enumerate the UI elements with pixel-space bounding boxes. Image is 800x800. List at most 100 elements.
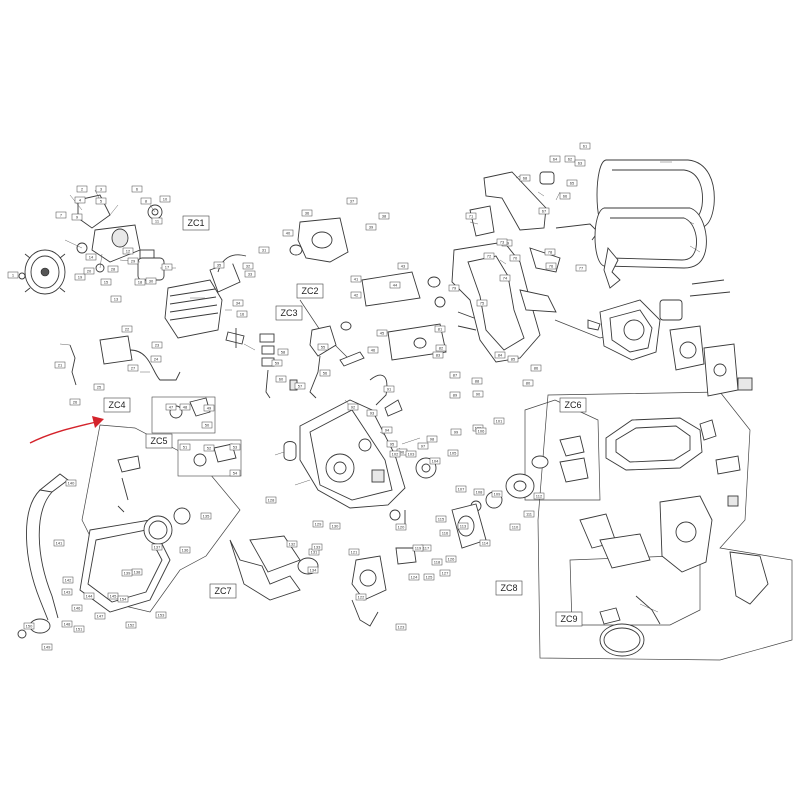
part-tag-number: 24 (154, 357, 159, 362)
part-tag-box (435, 515, 447, 523)
part-tag-box (423, 573, 435, 581)
part-tag-number: 128 (268, 498, 275, 503)
part-tag-number: 78 (548, 250, 553, 255)
part-tag-box (447, 449, 459, 457)
part-tag-box (83, 267, 95, 275)
part-tag-3: 3 (95, 185, 107, 193)
part-tag-box (179, 403, 191, 411)
part-tag-box (431, 558, 443, 566)
part-tag-box (117, 595, 129, 603)
part-tag-115: 115 (435, 515, 447, 523)
part-tag-142: 142 (62, 576, 74, 584)
part-tag-box (389, 281, 401, 289)
part-tag-number: 135 (203, 514, 210, 519)
svg-text:ZC1: ZC1 (187, 218, 204, 228)
part-tag-box (271, 359, 283, 367)
part-tag-136: 136 (179, 546, 191, 554)
part-tag-box (53, 539, 65, 547)
part-tag-number: 105 (450, 451, 457, 456)
part-tag-number: 72 (487, 254, 492, 259)
part-tag-number: 59 (275, 361, 280, 366)
part-tag-number: 77 (579, 266, 584, 271)
part-tag-box (365, 223, 377, 231)
part-tag-number: 87 (453, 373, 458, 378)
part-tag-box (121, 325, 133, 333)
part-tag-number: 131 (311, 550, 318, 555)
air-filter (289, 217, 447, 361)
part-tag-box (455, 485, 467, 493)
part-tag-1: 1 (7, 271, 19, 279)
part-tag-box (509, 254, 521, 262)
part-tag-53: 53 (229, 443, 241, 451)
part-tag-box (491, 490, 503, 498)
crankcase (274, 399, 421, 509)
part-tag-box (471, 377, 483, 385)
part-tag-106: 106 (475, 427, 487, 435)
part-tag-box (74, 196, 86, 204)
part-tag-box (450, 428, 462, 436)
part-tag-box (312, 520, 324, 528)
part-tag-82: 82 (435, 344, 447, 352)
part-tag-number: 44 (393, 283, 398, 288)
part-tag-number: 45 (380, 331, 385, 336)
zc4-zc5-pulley (151, 396, 242, 477)
part-tag-number: 9 (76, 215, 79, 220)
part-tag-number: 81 (438, 327, 443, 332)
part-tag-126: 126 (445, 555, 457, 563)
part-tag-box (564, 155, 576, 163)
part-tag-12: 12 (122, 247, 134, 255)
part-tag-97: 97 (417, 442, 429, 450)
part-tag-number: 92 (351, 405, 356, 410)
part-tag-box (538, 207, 550, 215)
part-tag-box (179, 443, 191, 451)
part-tag-number: 26 (73, 400, 78, 405)
part-tag-number: 139 (124, 571, 131, 576)
part-tag-box (229, 443, 241, 451)
part-tag-113: 113 (457, 522, 469, 530)
part-tag-box (229, 469, 241, 477)
part-tag-147: 147 (94, 612, 106, 620)
svg-text:ZC4: ZC4 (108, 400, 125, 410)
part-tag-box (159, 195, 171, 203)
part-tag-box (286, 540, 298, 548)
part-tag-box (509, 523, 521, 531)
part-tag-number: 95 (390, 442, 395, 447)
part-tag-132: 132 (286, 540, 298, 548)
zc1-engine-parts (18, 189, 256, 351)
part-tag-number: 82 (439, 346, 444, 351)
part-tag-number: 27 (131, 366, 136, 371)
part-tag-box (544, 248, 556, 256)
part-tag-number: 43 (401, 264, 406, 269)
part-tag-125: 125 (423, 573, 435, 581)
part-tag-number: 11 (155, 219, 160, 224)
part-tag-number: 97 (421, 444, 426, 449)
part-tag-box (457, 522, 469, 530)
part-tag-box (530, 364, 542, 372)
part-tag-number: 144 (86, 594, 93, 599)
part-tag-box (145, 277, 157, 285)
part-tag-86: 86 (530, 364, 542, 372)
part-tag-140: 140 (65, 479, 77, 487)
part-tag-116: 116 (439, 529, 451, 537)
part-tag-13: 13 (110, 295, 122, 303)
part-tag-box (83, 592, 95, 600)
part-tag-153: 153 (155, 611, 167, 619)
part-tag-144: 144 (83, 592, 95, 600)
part-tag-number: 137 (154, 545, 161, 550)
part-tag-box (236, 310, 248, 318)
part-tag-number: 130 (332, 524, 339, 529)
part-tag-84: 84 (494, 351, 506, 359)
part-tag-number: 104 (432, 459, 439, 464)
part-tag-box (559, 192, 571, 200)
part-tag-number: 39 (369, 225, 374, 230)
part-tag-box (432, 351, 444, 359)
part-tag-number: 121 (351, 550, 358, 555)
part-tag-box (435, 344, 447, 352)
part-tag-box (386, 440, 398, 448)
part-tag-number: 149 (44, 645, 51, 650)
part-tag-56: 56 (319, 369, 331, 377)
part-tag-95: 95 (386, 440, 398, 448)
part-tag-123: 123 (395, 623, 407, 631)
part-tag-box (376, 329, 388, 337)
part-tag-box (579, 142, 591, 150)
